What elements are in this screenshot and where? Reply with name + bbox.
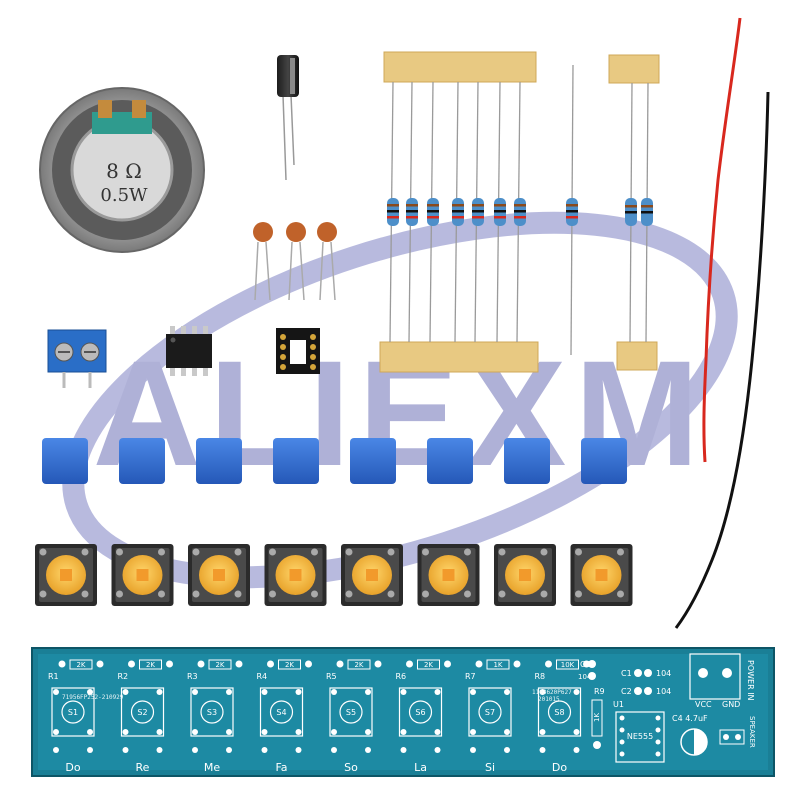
resistor <box>494 198 506 226</box>
speaker-label: SPEAKER <box>748 716 756 748</box>
red-wire <box>702 17 742 463</box>
keycap <box>504 438 550 484</box>
switch-label: S6 <box>415 708 425 717</box>
tact-switch <box>570 544 633 606</box>
resistor-value: 1K <box>493 661 502 669</box>
power-in-label: POWER IN <box>746 660 755 701</box>
resistor-ref: R1 <box>48 672 59 681</box>
c4-label: C4 4.7uF <box>672 714 708 723</box>
pcb-serial-right-1: 1103620P627 <box>532 689 572 696</box>
keycap <box>119 438 165 484</box>
vcc-label: VCC <box>695 700 712 709</box>
c2-value: 104 <box>656 687 671 696</box>
resistor-value: 10K <box>561 661 575 669</box>
c3-value: 104 <box>578 673 592 681</box>
keycap <box>427 438 473 484</box>
resistor-value: 2K <box>215 661 224 669</box>
tact-switch <box>341 544 403 606</box>
note-label: Fa <box>275 761 287 774</box>
switch-label: S4 <box>276 708 286 717</box>
resistor-ref: R4 <box>257 672 268 681</box>
tact-switch <box>264 544 327 606</box>
resistor-ref: R3 <box>187 672 198 681</box>
resistor-value: 2K <box>354 661 363 669</box>
resistor <box>452 198 464 226</box>
terminal-block <box>47 329 107 388</box>
ceramic-capacitors <box>253 222 337 301</box>
keycap <box>42 438 88 484</box>
note-label: Si <box>485 761 495 774</box>
ne555-chip <box>166 326 212 376</box>
resistor-pair-strip <box>608 54 660 371</box>
switch-label: S1 <box>68 708 78 717</box>
r9-value: 1K <box>593 713 601 722</box>
tact-switch <box>35 544 97 606</box>
resistor <box>514 198 526 226</box>
keycap-row <box>42 438 627 484</box>
resistor <box>472 198 484 226</box>
tact-switch-row <box>35 544 633 606</box>
resistor-ref: R5 <box>326 672 337 681</box>
resistor-ref: R2 <box>118 672 129 681</box>
resistor-ref: R6 <box>396 672 407 681</box>
gnd-label: GND <box>722 700 740 709</box>
switch-label: S2 <box>137 708 147 717</box>
pcb-right-section: C3 104 R9 1K C1 104 C2 104 U1 NE555 C4 4… <box>578 653 756 763</box>
note-label: Me <box>204 761 220 774</box>
speaker-impedance: 8 Ω <box>106 159 142 183</box>
black-wire <box>674 91 770 629</box>
resistor-ref: R8 <box>535 672 546 681</box>
keycap <box>350 438 396 484</box>
electrolytic-capacitor <box>277 55 299 181</box>
note-label: Do <box>65 761 80 774</box>
resistor-value: 2K <box>146 661 155 669</box>
resistor-value: 2K <box>76 661 85 669</box>
keycap <box>196 438 242 484</box>
note-label: Do <box>552 761 567 774</box>
u1-label: U1 <box>613 700 624 709</box>
resistor-tape-strip <box>379 51 539 373</box>
switch-label: S7 <box>485 708 495 717</box>
switch-label: S3 <box>207 708 217 717</box>
tact-switch <box>417 544 480 606</box>
speaker-power: 0.5W <box>100 185 148 206</box>
tact-switch <box>494 544 556 606</box>
pcb-serial-left: 71956FP252-210929 <box>62 694 124 701</box>
switch-label: S5 <box>346 708 356 717</box>
note-label: La <box>414 761 427 774</box>
c2-label: C2 <box>621 687 632 696</box>
c1-value: 104 <box>656 669 671 678</box>
resistor <box>427 198 439 226</box>
tact-switch <box>111 544 174 606</box>
speaker: 8 Ω 0.5W <box>39 87 205 253</box>
resistor-value: 2K <box>424 661 433 669</box>
c3-label: C3 <box>580 660 591 669</box>
r9-label: R9 <box>594 687 605 696</box>
note-label: Re <box>136 761 150 774</box>
keycap <box>581 438 627 484</box>
switch-label: S8 <box>554 708 564 717</box>
keycap <box>273 438 319 484</box>
note-label: So <box>344 761 358 774</box>
pcb-serial-right-2: 201015 <box>538 696 560 703</box>
single-resistor <box>566 64 578 356</box>
ic-label: NE555 <box>627 732 653 741</box>
resistor-ref: R7 <box>465 672 476 681</box>
tact-switch <box>188 544 250 606</box>
resistor <box>387 198 399 226</box>
resistor-value: 2K <box>285 661 294 669</box>
c1-label: C1 <box>621 669 632 678</box>
ic-socket <box>276 328 320 374</box>
resistor <box>406 198 418 226</box>
